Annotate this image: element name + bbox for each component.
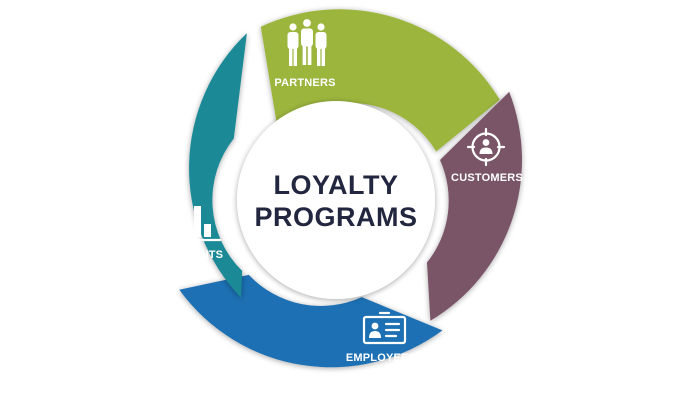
people-group-icon bbox=[287, 19, 327, 66]
employees-segment bbox=[179, 274, 443, 368]
clients-label: CLIENTS bbox=[175, 249, 223, 261]
partners-label: PARTNERS bbox=[274, 77, 335, 89]
target-person-icon bbox=[466, 127, 506, 167]
center-title-line1: LOYALTY bbox=[273, 170, 398, 200]
id-card-icon bbox=[362, 311, 407, 345]
bar-chart-icon bbox=[176, 204, 222, 242]
center-title-line2: PROGRAMS bbox=[254, 202, 417, 232]
employees-label: EMPLOYEES bbox=[346, 352, 416, 364]
clients-segment bbox=[189, 33, 247, 298]
center-circle bbox=[237, 101, 435, 299]
customers-label: CUSTOMERS bbox=[451, 172, 523, 184]
